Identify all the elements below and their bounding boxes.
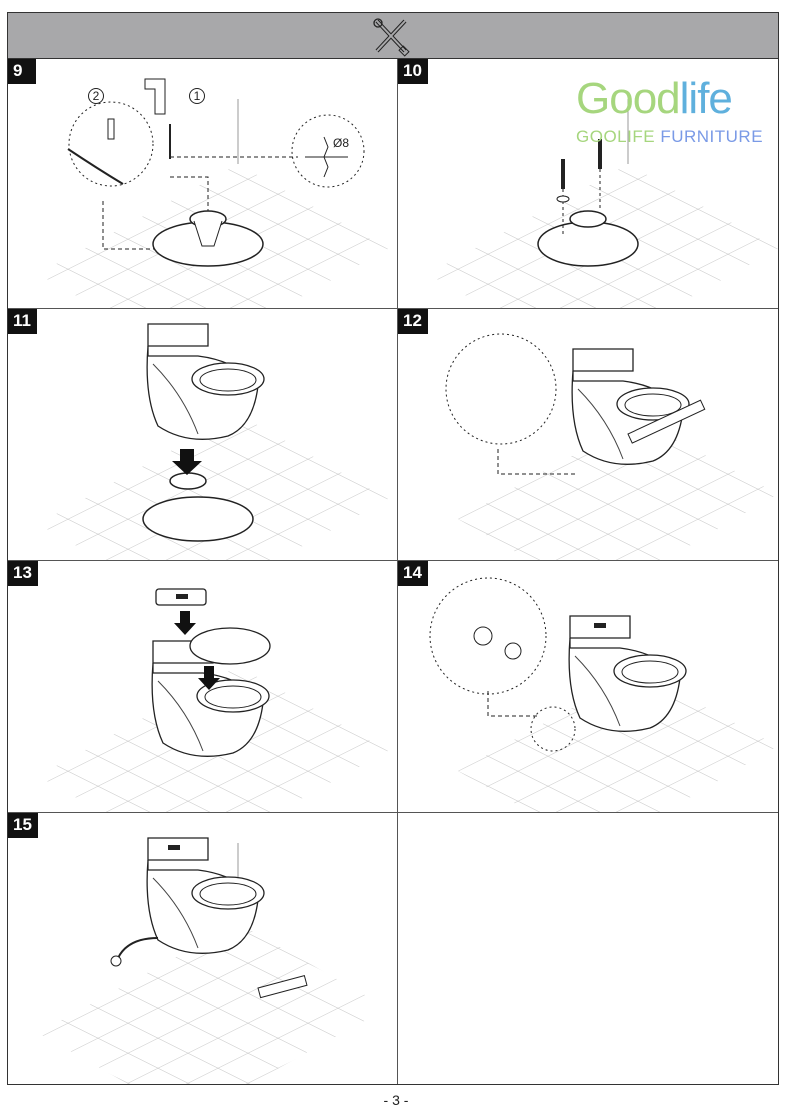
callout-2: 2 bbox=[88, 88, 104, 104]
level-check-illustration bbox=[445, 333, 778, 560]
page-number: - 3 - bbox=[383, 1092, 409, 1108]
water-connection-illustration bbox=[38, 837, 388, 1084]
lid-install-illustration bbox=[38, 588, 388, 812]
empty-panel bbox=[398, 813, 778, 1084]
step-10-panel: 10 Goodlife GOOLIFE FURNITURE bbox=[398, 59, 778, 309]
valve-install-illustration bbox=[429, 577, 778, 812]
step-15-panel: 15 bbox=[8, 813, 398, 1084]
step-number: 11 bbox=[8, 309, 37, 334]
step-14-panel: 14 bbox=[398, 561, 778, 813]
step-13-panel: 13 bbox=[8, 561, 398, 813]
step-number: 10 bbox=[398, 59, 428, 84]
wrench-screwdriver-icon bbox=[373, 18, 410, 57]
logo-name-part1: Good bbox=[576, 74, 681, 123]
step-number: 14 bbox=[398, 561, 428, 586]
step-number: 13 bbox=[8, 561, 38, 586]
logo-tagline-part1: GOOLIFE bbox=[576, 127, 656, 146]
callout-1: 1 bbox=[189, 88, 205, 104]
logo-name-part2: life bbox=[679, 74, 733, 123]
brand-logo: Goodlife GOOLIFE FURNITURE bbox=[576, 73, 766, 147]
toilet-placement-illustration bbox=[38, 323, 388, 560]
drilling-illustration bbox=[38, 78, 388, 308]
step-11-panel: 11 bbox=[8, 309, 398, 561]
drill-size-label: Ø8 bbox=[333, 136, 350, 150]
logo-tagline-part2: FURNITURE bbox=[660, 127, 764, 146]
bolt-install-illustration bbox=[428, 99, 778, 308]
section-header bbox=[8, 13, 778, 59]
step-number: 9 bbox=[8, 59, 36, 84]
step-number: 12 bbox=[398, 309, 428, 334]
step-number: 15 bbox=[8, 813, 38, 838]
step-9-panel: 9 2 1 Ø8 bbox=[8, 59, 398, 309]
manual-page: 9 2 1 Ø8 10 Goodlife GOOLIFE FURNITURE bbox=[7, 12, 779, 1085]
step-12-panel: 12 bbox=[398, 309, 778, 561]
